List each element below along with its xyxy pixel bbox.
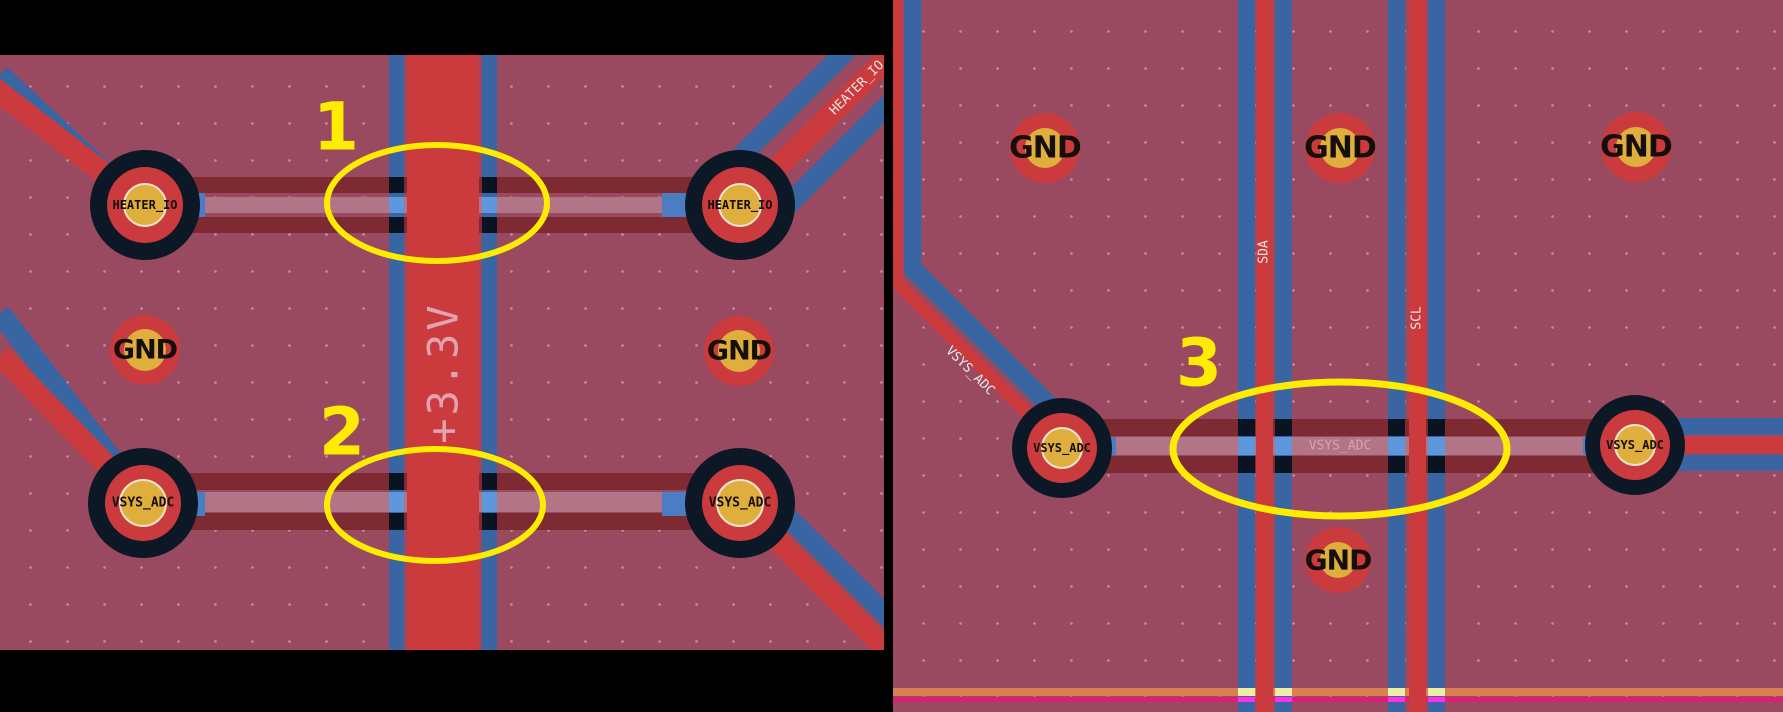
pad-gnd-top-1[interactable]: GND bbox=[1009, 113, 1082, 183]
pad-vsys-adc-right[interactable]: VSYS_ADC bbox=[1585, 395, 1685, 495]
trace-sda[interactable] bbox=[1256, 0, 1273, 712]
annotation-number-3: 3 bbox=[1176, 324, 1222, 402]
clearance-square bbox=[389, 473, 404, 490]
pad-net-label: GND bbox=[1600, 129, 1673, 165]
pad-net-label: VSYS_ADC bbox=[1033, 441, 1091, 455]
trace-vertical-blue[interactable] bbox=[1275, 0, 1292, 712]
crossing-square-cream bbox=[1428, 688, 1445, 696]
pad-net-label: VSYS_ADC bbox=[1606, 438, 1664, 452]
diagonal-traces-right bbox=[893, 0, 1511, 520]
pad-net-label: HEATER_IO bbox=[112, 198, 178, 212]
via-crossing-square bbox=[1388, 437, 1405, 455]
pad-vsys-adc-left[interactable]: VSYS_ADC bbox=[88, 448, 198, 558]
panel-separator bbox=[884, 0, 893, 712]
trace-bottom-magenta[interactable] bbox=[893, 697, 1783, 702]
pcb-canvas-left[interactable]: HEATER_IO HEATER_IO GND GND VSYS_ADC VSY… bbox=[0, 55, 884, 650]
clearance-square bbox=[1428, 456, 1445, 473]
clearance-square bbox=[1388, 419, 1405, 436]
crossing-square-cream bbox=[1275, 688, 1292, 696]
pad-net-label: GND bbox=[112, 334, 178, 366]
annotation-number-2: 2 bbox=[319, 393, 365, 471]
clearance-square bbox=[1238, 456, 1255, 473]
crossing-square-cream bbox=[1388, 688, 1405, 696]
annotation-ellipse-3 bbox=[1169, 378, 1511, 520]
clearance-square bbox=[1275, 419, 1292, 436]
crossing-square-cream bbox=[1238, 688, 1255, 696]
via-crossing-square bbox=[389, 492, 404, 512]
crossing-square-magenta bbox=[1238, 697, 1255, 702]
via-crossing-square bbox=[482, 492, 497, 512]
diagonal-blue-trace[interactable] bbox=[0, 306, 121, 466]
via-crossing-square bbox=[389, 197, 404, 213]
bent-blue-trace[interactable] bbox=[902, 0, 1084, 440]
pad-net-label: GND bbox=[1009, 130, 1082, 166]
via-crossing-square bbox=[482, 197, 497, 213]
pad-gnd-bottom[interactable]: GND bbox=[1304, 527, 1373, 593]
pad-net-label: VSYS_ADC bbox=[111, 495, 175, 511]
net-label-3v3: +3.3V bbox=[418, 302, 468, 444]
trace-vsys-row-upper[interactable] bbox=[1093, 419, 1593, 436]
net-label-scl: SCL bbox=[1409, 306, 1425, 330]
clearance-square bbox=[482, 177, 497, 193]
clearance-square bbox=[1275, 456, 1292, 473]
trace-vsys-row-lower[interactable] bbox=[1093, 456, 1593, 473]
bent-red-trace-vsys[interactable] bbox=[893, 0, 1067, 453]
clearance-square bbox=[389, 177, 404, 193]
trace-bottom-orange[interactable] bbox=[893, 688, 1783, 696]
trace-scl[interactable] bbox=[1409, 0, 1426, 712]
pcb-canvas-right[interactable]: GND GND GND GND VSYS_ADC VSYS_ADC SDA SC… bbox=[893, 0, 1783, 712]
pad-net-label: HEATER_IO bbox=[707, 198, 773, 212]
pad-gnd-top-2[interactable]: GND bbox=[1304, 113, 1377, 183]
net-label-sda: SDA bbox=[1256, 240, 1272, 264]
pad-gnd-right[interactable]: GND bbox=[704, 316, 774, 386]
clearance-square bbox=[389, 217, 404, 233]
pad-gnd-top-3[interactable]: GND bbox=[1600, 112, 1673, 182]
trace-vsys-row-highlighted[interactable] bbox=[1093, 437, 1593, 455]
pad-net-label: GND bbox=[706, 335, 772, 367]
trace-vertical-blue[interactable] bbox=[1388, 0, 1405, 712]
via-crossing-square bbox=[1238, 437, 1255, 455]
annotation-ellipse-1 bbox=[324, 142, 550, 264]
clearance-square bbox=[1428, 419, 1445, 436]
clearance-square bbox=[1238, 419, 1255, 436]
trace-power-3v3[interactable] bbox=[407, 55, 479, 650]
crossing-square-magenta bbox=[1428, 697, 1445, 702]
clearance-square bbox=[389, 513, 404, 530]
pad-vsys-adc-left[interactable]: VSYS_ADC bbox=[1012, 398, 1112, 498]
net-label-vsys-trace: VSYS_ADC bbox=[1308, 438, 1372, 454]
crossing-square-magenta bbox=[1388, 697, 1405, 702]
clearance-square bbox=[1388, 456, 1405, 473]
trace-vertical-blue[interactable] bbox=[1238, 0, 1255, 712]
annotation-ellipse-2 bbox=[324, 446, 546, 564]
via-crossing-square bbox=[1428, 437, 1445, 455]
clearance-square bbox=[482, 217, 497, 233]
pad-net-label: GND bbox=[1304, 543, 1373, 577]
clearance-square bbox=[482, 513, 497, 530]
pad-vsys-adc-right[interactable]: VSYS_ADC bbox=[685, 448, 795, 558]
crossing-square-magenta bbox=[1275, 697, 1292, 702]
pad-heater-io-left[interactable]: HEATER_IO bbox=[90, 150, 200, 260]
pad-heater-io-right[interactable]: HEATER_IO bbox=[685, 150, 795, 260]
pad-net-label: GND bbox=[1304, 130, 1377, 166]
via-crossing-square bbox=[1275, 437, 1292, 455]
trace-vertical-blue[interactable] bbox=[1428, 0, 1445, 712]
pad-net-label: VSYS_ADC bbox=[708, 495, 772, 511]
pad-gnd-left[interactable]: GND bbox=[110, 315, 180, 385]
annotation-number-1: 1 bbox=[313, 88, 359, 166]
clearance-square bbox=[482, 473, 497, 490]
